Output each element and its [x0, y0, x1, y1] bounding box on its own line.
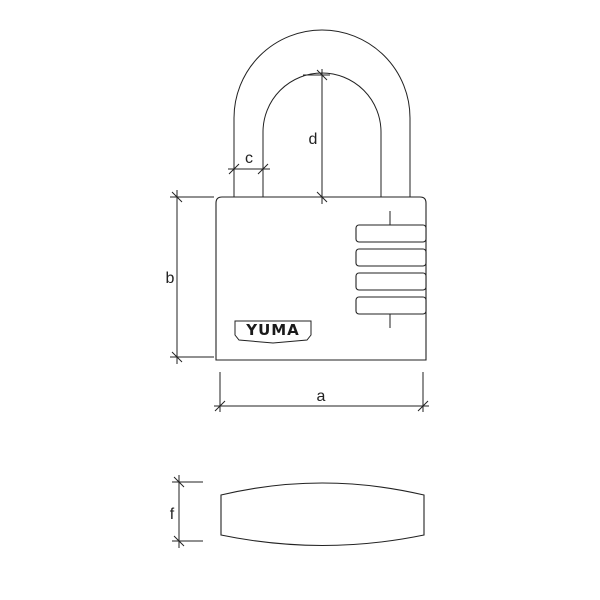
dimension-c: c: [228, 150, 270, 175]
dimension-a-tick-right: [417, 400, 429, 412]
dimension-d-label: d: [309, 131, 318, 148]
combination-wheel-2: [355, 248, 427, 267]
dimension-f-tick-top: [173, 476, 185, 488]
dimension-a: a: [214, 372, 429, 412]
dimension-b: b: [166, 190, 214, 364]
dimension-d-tick-bottom: [316, 191, 328, 203]
brand-logo-frame: [234, 320, 312, 344]
dimension-c-label: c: [245, 150, 253, 167]
dimension-f-tick-bottom: [173, 535, 185, 547]
dimension-d-tick-top: [316, 69, 328, 81]
dimension-b-label: b: [166, 270, 175, 287]
shackle-outer: [233, 29, 411, 197]
combination-wheel-1: [355, 224, 427, 243]
brand-logo: YUMA: [234, 320, 312, 344]
dimension-a-label: a: [317, 388, 326, 405]
brand-logo-text: YUMA: [245, 321, 300, 339]
dimension-b-tick-top: [171, 191, 183, 203]
combination-wheel-3: [355, 272, 427, 291]
combination-wheels: [355, 211, 427, 328]
dimension-a-tick-left: [214, 400, 226, 412]
side-view: [220, 482, 425, 547]
dimension-f-label: f: [170, 506, 175, 523]
dimension-b-tick-bottom: [171, 351, 183, 363]
combination-wheel-4: [355, 296, 427, 315]
dimension-f: f: [170, 475, 203, 548]
dimension-c-tick-left: [228, 163, 240, 175]
side-view-outline: [220, 482, 425, 547]
dimension-c-tick-right: [257, 163, 269, 175]
dimension-d: d: [303, 69, 330, 204]
